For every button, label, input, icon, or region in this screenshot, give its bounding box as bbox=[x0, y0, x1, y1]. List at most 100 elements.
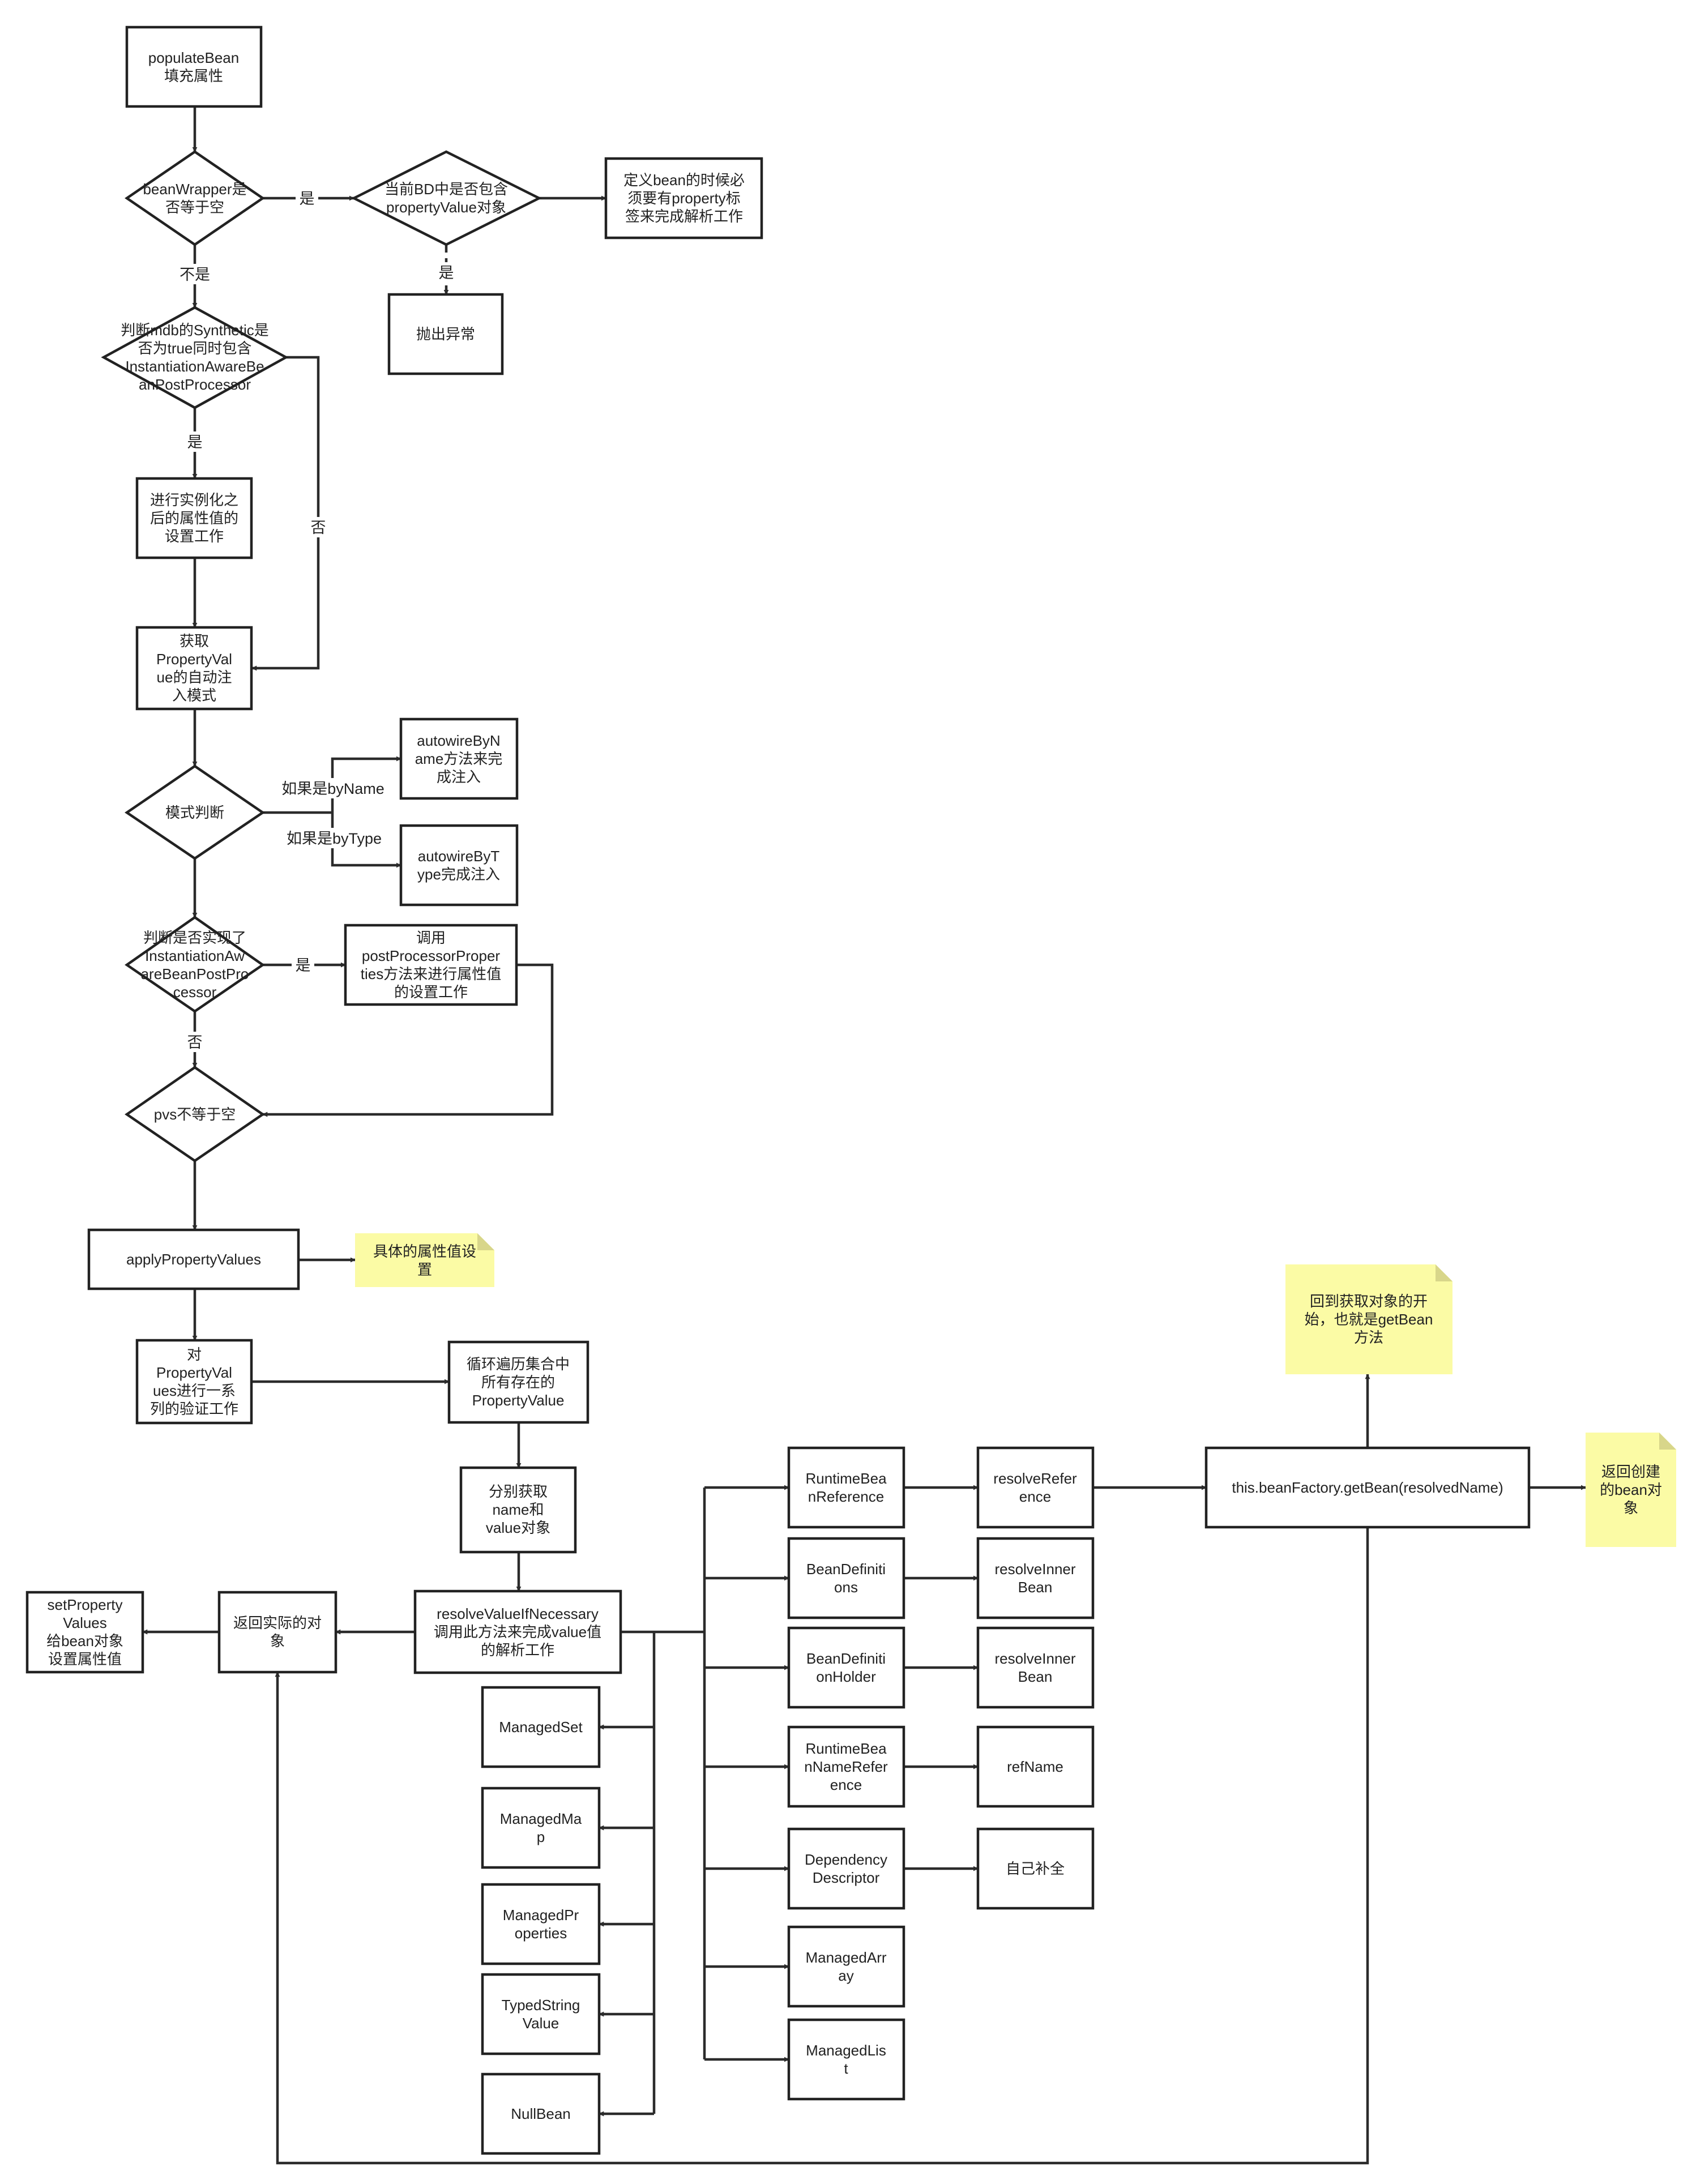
label-line: name和 bbox=[492, 1501, 544, 1518]
label-line: 否等于空 bbox=[165, 199, 224, 216]
edge-label-yes1-text: 是 bbox=[300, 190, 315, 207]
node-apply-property-values[interactable]: applyPropertyValues bbox=[87, 1228, 300, 1290]
label-line: PropertyValue bbox=[472, 1392, 565, 1409]
label-line: ManagedSet bbox=[499, 1719, 583, 1736]
label-line: p bbox=[537, 1828, 545, 1845]
node-post-instantiation-text: 进行实例化之后的属性值的设置工作 bbox=[150, 491, 238, 545]
label-line: 设置工作 bbox=[165, 528, 224, 545]
node-must-have-property[interactable]: 定义bean的时候必须要有property标签来完成解析工作 bbox=[604, 157, 763, 240]
node-self-complete[interactable]: 自己补全 bbox=[976, 1827, 1095, 1910]
label-line: 当前BD中是否包含 bbox=[385, 181, 508, 198]
node-null-bean[interactable]: NullBean bbox=[481, 2072, 601, 2155]
label-line: resolveInner bbox=[994, 1650, 1075, 1667]
label-line: 填充属性 bbox=[164, 67, 223, 84]
edge-label-yes2: 是 bbox=[435, 262, 458, 283]
decision-beanwrapper-null[interactable]: beanWrapper是否等于空 bbox=[125, 150, 265, 246]
node-ref-name[interactable]: refName bbox=[976, 1725, 1095, 1808]
node-return-actual-object-text: 返回实际的对象 bbox=[233, 1614, 322, 1649]
edge-label-no3: 否 bbox=[183, 1032, 206, 1052]
label-line: operties bbox=[515, 1925, 567, 1942]
edge-label-no1: 不是 bbox=[176, 264, 214, 284]
label-line: BeanDefiniti bbox=[806, 1650, 886, 1667]
label-line: resolveValueIfNecessary bbox=[437, 1605, 599, 1622]
label-line: NullBean bbox=[511, 2105, 571, 2122]
label-line: 所有存在的 bbox=[481, 1374, 555, 1391]
label-line: this.beanFactory.getBean(resolvedName) bbox=[1232, 1479, 1503, 1496]
note-apply-text: 具体的属性值设置 bbox=[373, 1243, 476, 1278]
edge-label-byname-text: 如果是byName bbox=[281, 780, 385, 797]
label-line: 象 bbox=[1624, 1499, 1638, 1516]
node-post-instantiation[interactable]: 进行实例化之后的属性值的设置工作 bbox=[135, 477, 253, 559]
edge-label-no1-text: 不是 bbox=[180, 266, 210, 283]
label-line: ue的自动注 bbox=[157, 669, 232, 686]
label-line: autowireByT bbox=[418, 848, 500, 865]
label-line: applyPropertyValues bbox=[126, 1251, 261, 1268]
label-line: 签来完成解析工作 bbox=[625, 208, 743, 225]
label-line: TypedString bbox=[502, 1997, 580, 2014]
decision-mode-check[interactable]: 模式判断 bbox=[124, 764, 266, 860]
label-line: ay bbox=[838, 1967, 853, 1984]
label-line: ype完成注入 bbox=[417, 866, 500, 883]
label-line: Bean bbox=[1018, 1668, 1053, 1685]
label-line: onHolder bbox=[816, 1668, 876, 1685]
label-line: pvs不等于空 bbox=[154, 1106, 236, 1123]
node-managed-set[interactable]: ManagedSet bbox=[481, 1686, 601, 1768]
label-line: nNameRefer bbox=[804, 1758, 888, 1775]
note-return-bean-text: 返回创建的bean对象 bbox=[1600, 1463, 1662, 1516]
label-line: nReference bbox=[808, 1488, 884, 1505]
node-return-actual-object[interactable]: 返回实际的对象 bbox=[217, 1591, 338, 1674]
node-get-bean[interactable]: this.beanFactory.getBean(resolvedName) bbox=[1204, 1446, 1531, 1529]
label-line: 分别获取 bbox=[489, 1483, 548, 1500]
label-line: beanWrapper是 bbox=[143, 181, 246, 198]
edge-label-yes4: 是 bbox=[292, 955, 314, 975]
node-throw-exception-text: 抛出异常 bbox=[416, 326, 475, 343]
edge-synthetic-no bbox=[251, 356, 320, 671]
label-line: 否为true同时包含 bbox=[138, 340, 252, 357]
label-line: 始，也就是getBean bbox=[1305, 1311, 1433, 1328]
decision-pvs-not-null[interactable]: pvs不等于空 bbox=[125, 1066, 265, 1162]
label-line: 自己补全 bbox=[1006, 1860, 1065, 1877]
node-managed-set-text: ManagedSet bbox=[499, 1719, 583, 1736]
label-line: 的设置工作 bbox=[394, 984, 468, 1001]
node-apply-property-values-text: applyPropertyValues bbox=[126, 1251, 261, 1268]
node-throw-exception[interactable]: 抛出异常 bbox=[387, 293, 504, 375]
